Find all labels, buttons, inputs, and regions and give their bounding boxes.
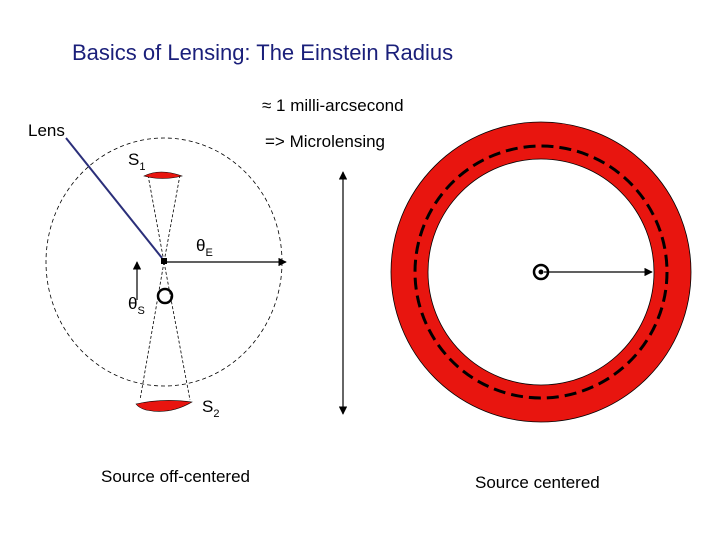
image-s2 bbox=[136, 400, 192, 411]
lens-point bbox=[161, 258, 167, 264]
lens-point-centered bbox=[539, 270, 544, 275]
lens-pointer-line bbox=[66, 138, 162, 258]
source-off-centered bbox=[158, 289, 172, 303]
lens-cone-lines bbox=[140, 175, 190, 400]
image-s1 bbox=[144, 172, 182, 179]
